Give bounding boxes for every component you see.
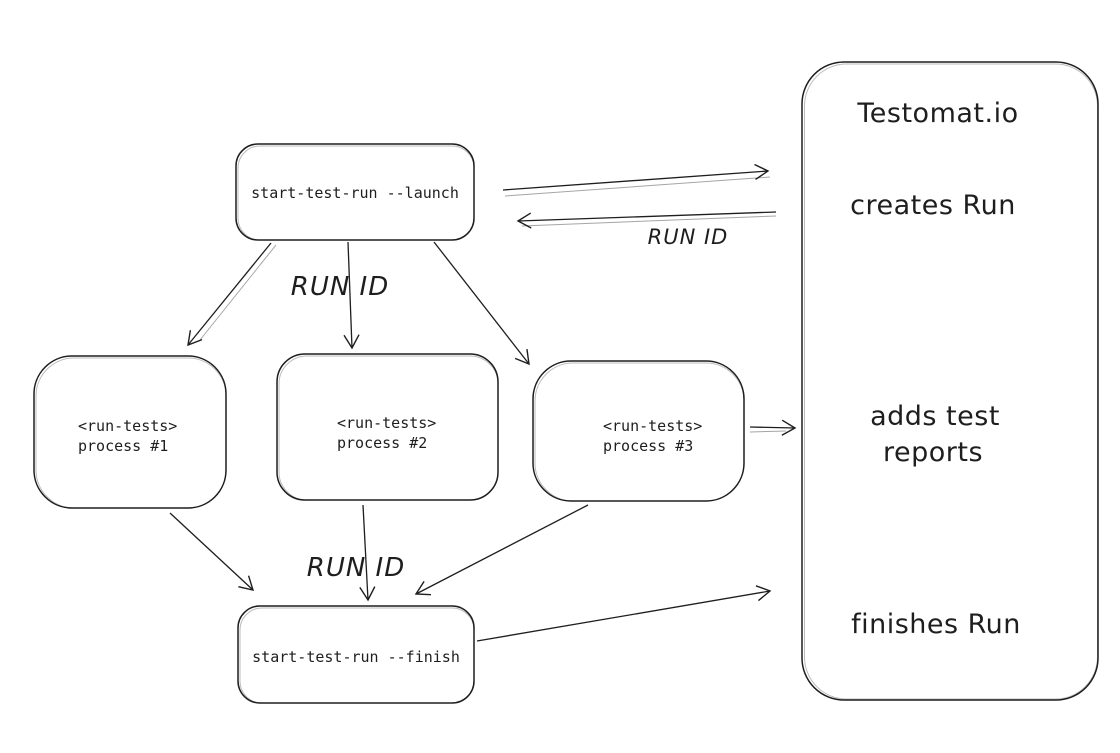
process-2-node: [276, 353, 499, 501]
testomat-title: Testomat.io: [856, 98, 1018, 129]
process-1-node-sketch-stroke: [35, 357, 227, 509]
finish-node: [237, 605, 475, 704]
arrow-process-3-to-testomat-sketch-stroke: [749, 430, 787, 433]
testomat-adds-test-reports-label-line1: adds test: [870, 401, 1000, 432]
arrow-process-2-to-finish: [359, 504, 376, 602]
process-3-label-line1: <run-tests>: [603, 417, 702, 435]
testomat-node-sketch-stroke: [804, 63, 1098, 700]
process-1-label-line2: process #1: [78, 437, 168, 455]
arrow-launch-to-testomat: [502, 163, 770, 191]
process-3-label-line2: process #3: [603, 437, 693, 455]
launch-node-sketch-stroke: [237, 145, 475, 241]
arrow-finish-to-testomat: [476, 585, 772, 642]
process-1-node: [33, 355, 227, 509]
testomat-node: [801, 61, 1099, 701]
arrow-process-1-to-finish: [169, 512, 255, 591]
arrow-process-3-to-testomat: [749, 419, 797, 436]
arrow-launch-to-process-3: [433, 241, 530, 366]
process-2-label-line1: <run-tests>: [337, 414, 436, 432]
testomat-creates-run-label: creates Run: [850, 190, 1016, 221]
launch-node: [235, 143, 475, 241]
run-id-label-finish: RUN ID: [307, 553, 406, 583]
launch-node-label: start-test-run --launch: [251, 184, 459, 202]
run-id-label-launch: RUN ID: [291, 272, 390, 302]
testomat-adds-test-reports-label-line2: reports: [883, 437, 983, 468]
arrow-launch-to-testomat-sketch-stroke: [504, 176, 771, 197]
process-2-node-sketch-stroke: [278, 355, 499, 501]
finish-node-label: start-test-run --finish: [252, 648, 460, 666]
finish-node-sketch-stroke: [239, 607, 475, 704]
arrow-testomat-to-launch: [516, 211, 777, 229]
run-id-label-return: RUN ID: [648, 225, 729, 249]
arrow-launch-to-process-2: [343, 241, 360, 350]
process-3-node: [532, 360, 745, 502]
arrow-process-3-to-finish: [414, 504, 589, 596]
process-3-node-sketch-stroke: [534, 362, 745, 502]
arrow-testomat-to-launch-sketch-stroke: [521, 215, 777, 227]
arrow-launch-to-process-1: [187, 242, 272, 347]
arrow-launch-to-process-1-sketch-stroke: [199, 244, 277, 341]
testomat-finishes-run-label: finishes Run: [851, 609, 1021, 640]
process-1-label-line1: <run-tests>: [78, 417, 177, 435]
process-2-label-line2: process #2: [337, 434, 427, 452]
